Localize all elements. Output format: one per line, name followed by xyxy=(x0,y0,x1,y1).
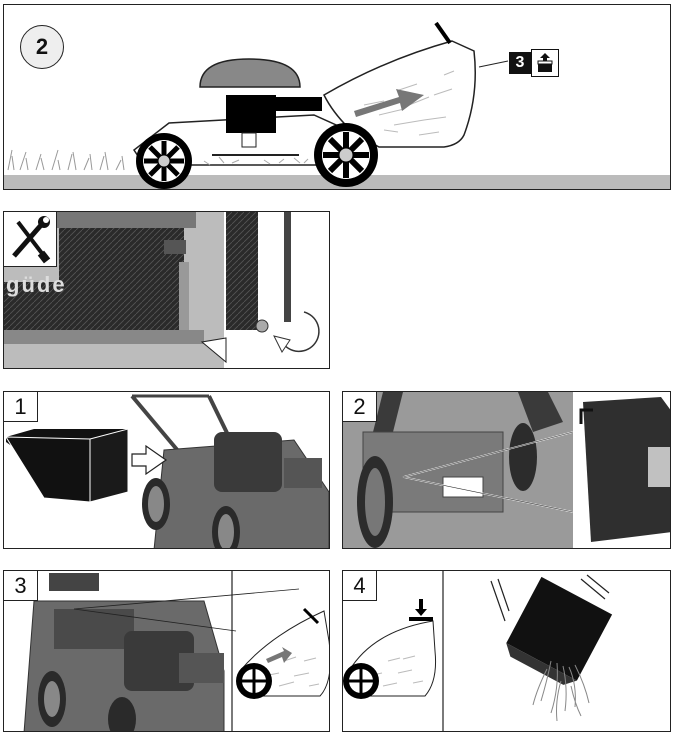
bag-indicator-illustration xyxy=(4,571,329,731)
falling-clippings xyxy=(532,660,590,722)
attach-bag-illustration xyxy=(5,392,329,548)
wrench-screwdriver-icon xyxy=(4,212,57,267)
insert-arrow xyxy=(131,444,168,476)
grass-bag-photo xyxy=(583,397,670,542)
mower-side-diagram xyxy=(4,21,670,189)
engine-photo xyxy=(214,432,282,492)
step-number-badge: 4 xyxy=(343,571,377,601)
grass-blades xyxy=(7,149,125,171)
step-number-badge: 2 xyxy=(343,392,377,422)
rear-wheel-detail xyxy=(236,663,272,699)
step-number-badge: 3 xyxy=(4,571,38,601)
bag-hook-illustration xyxy=(343,392,670,548)
rotation-arrow xyxy=(281,311,320,353)
motion-lines xyxy=(490,574,610,622)
rear-wheel-left xyxy=(136,133,192,189)
empty-bag-illustration xyxy=(343,571,613,731)
top-diagram-panel: 2 xyxy=(3,4,671,190)
step-4-panel: 4 xyxy=(342,570,671,732)
reference-leader-line xyxy=(478,60,509,68)
step-number-badge: 1 xyxy=(4,392,38,422)
bag-clippings-detail xyxy=(263,656,320,687)
step-1-panel: 1 xyxy=(3,391,330,549)
clippings xyxy=(203,156,309,166)
step-circle-number: 2 xyxy=(20,25,64,69)
engine-handle xyxy=(266,97,322,111)
step-3-panel: 3 xyxy=(3,570,330,732)
brand-logo-text: güde xyxy=(6,272,67,297)
engine-cover xyxy=(199,58,301,88)
blade-shaft xyxy=(241,132,257,148)
bag-hook xyxy=(579,408,593,424)
bag-handle xyxy=(434,21,452,45)
reference-number: 3 xyxy=(509,52,531,74)
full-indicator xyxy=(409,617,433,621)
tilted-grass-bag xyxy=(506,576,613,685)
indicator-arrow xyxy=(415,599,427,616)
tool-detail-panel: güde xyxy=(3,211,330,369)
chapter-reference: 3 xyxy=(509,49,559,77)
box-unpack-icon xyxy=(531,49,559,77)
rear-wheel-detail xyxy=(343,663,379,699)
bag-clippings xyxy=(348,70,455,136)
airflow-arrow xyxy=(354,89,424,117)
step-2-panel: 2 xyxy=(342,391,671,549)
rear-wheel-right xyxy=(314,123,378,187)
